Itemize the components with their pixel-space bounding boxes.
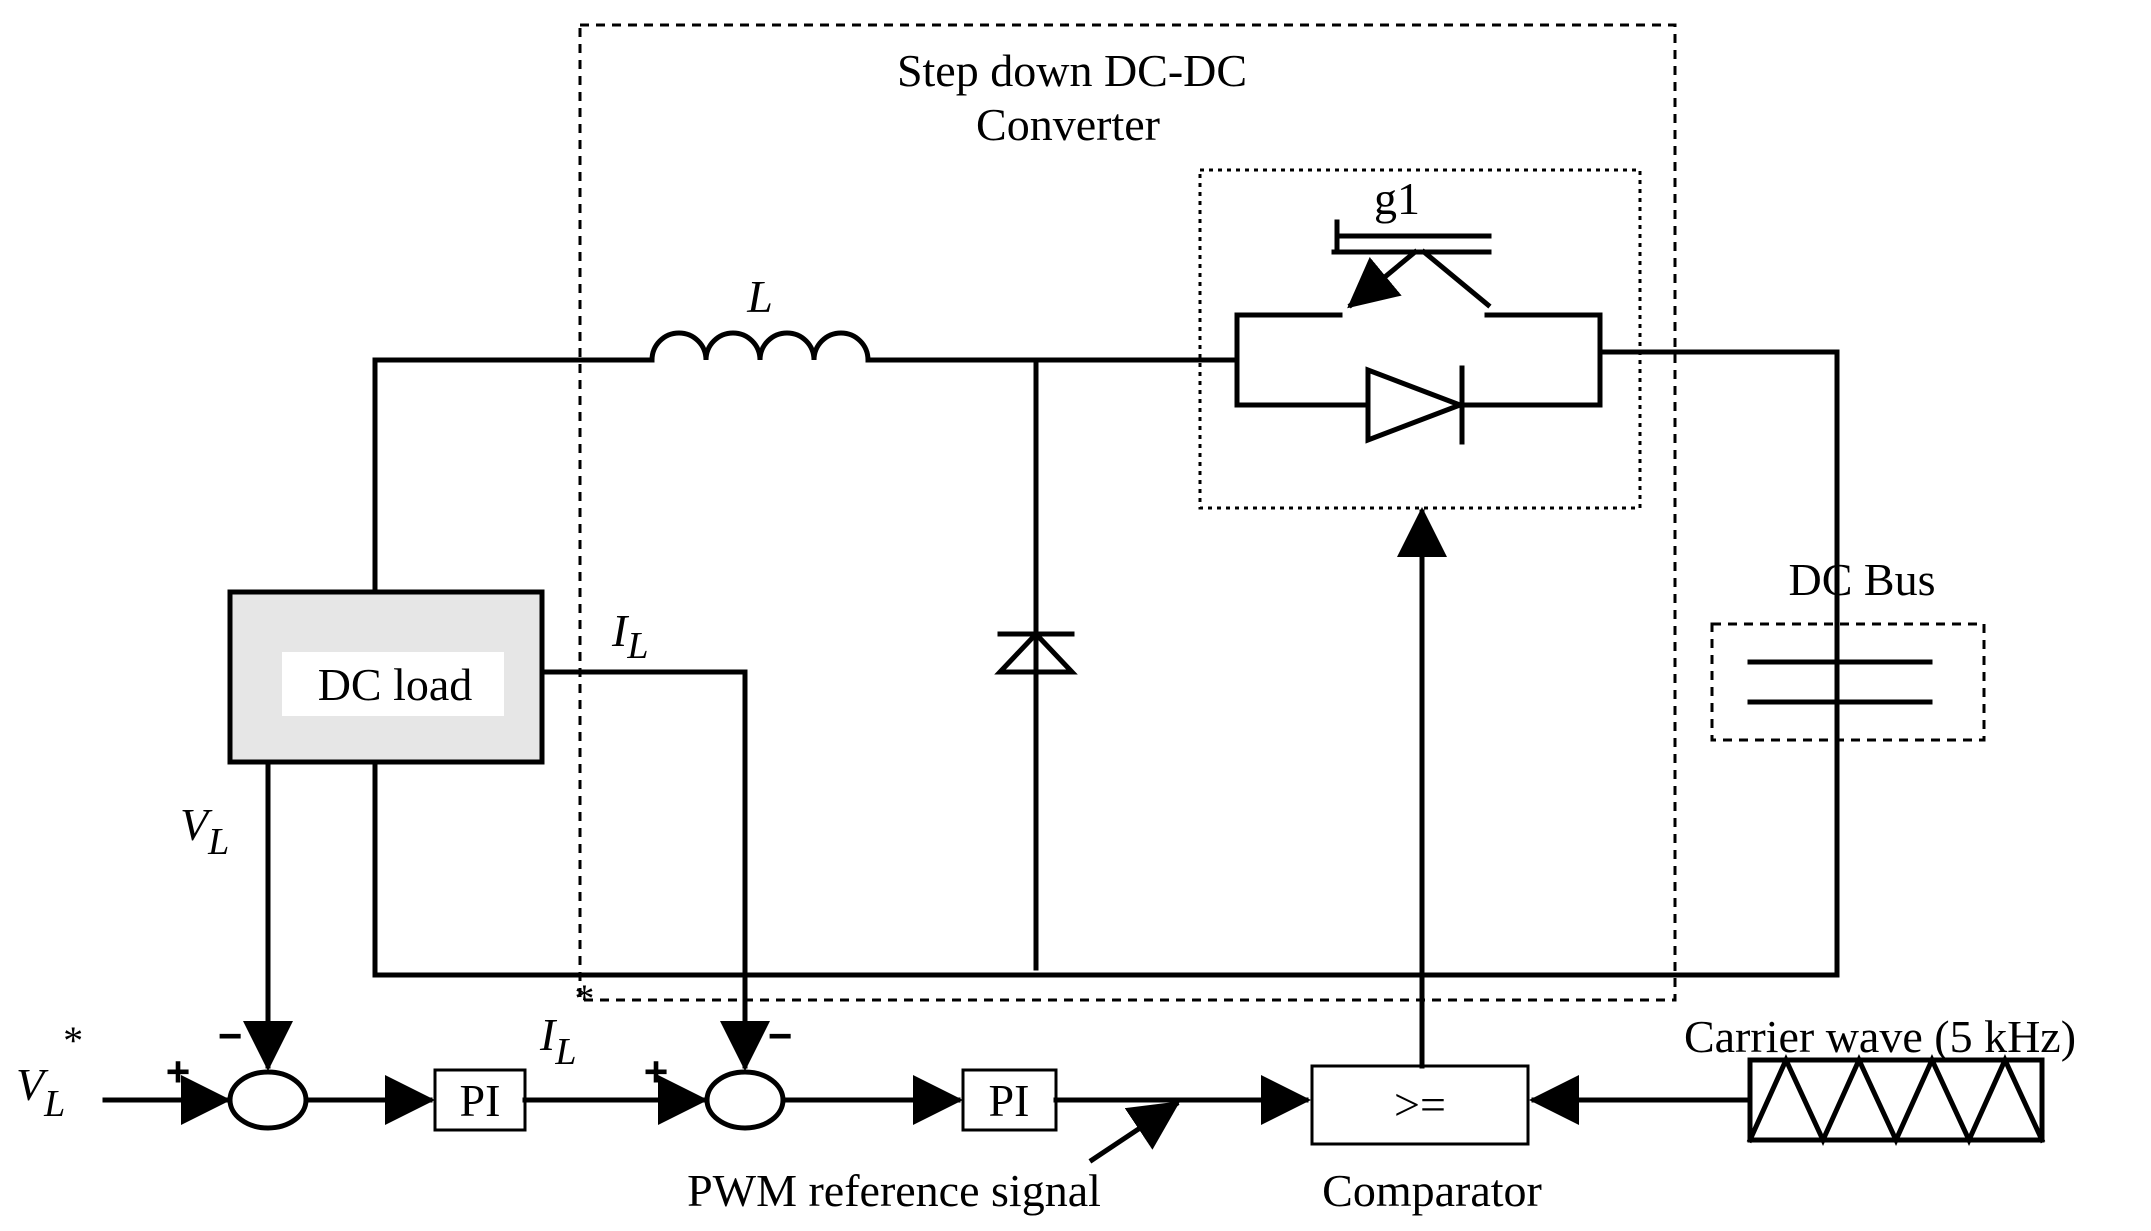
- voltage-feedback-label: VL: [180, 799, 229, 863]
- dc-bus-label: DC Bus: [1789, 554, 1936, 605]
- converter-title-line2: Converter: [976, 99, 1160, 150]
- current-sum-plus: +: [644, 1048, 669, 1095]
- carrier-wave-icon: [1746, 1053, 2046, 1147]
- current-pi-label: PI: [989, 1075, 1030, 1126]
- antiparallel-diode-icon: [1365, 366, 1468, 444]
- voltage-sum-minus: −: [218, 1012, 243, 1059]
- voltage-summing-junction: [227, 1069, 309, 1131]
- load-top-wire: [372, 357, 655, 593]
- converter-title-line1: Step down DC-DC: [897, 45, 1247, 96]
- converter-boundary: [578, 23, 1677, 1002]
- current-reference-label: IL*: [539, 976, 592, 1073]
- pwm-reference-pointer: [1088, 1100, 1181, 1164]
- dc-load-label: DC load: [318, 659, 473, 710]
- current-sum-minus: −: [768, 1012, 793, 1059]
- voltage-reference-label: VL*: [16, 1018, 81, 1125]
- switch-module-wire-right: [1457, 312, 1603, 408]
- current-feedback-wire: [539, 669, 770, 1071]
- dc-bus-boundary: [1710, 622, 1986, 742]
- switch-to-bus-wire: [372, 349, 1840, 978]
- freewheel-diode-icon: [994, 630, 1078, 675]
- inductor-label: L: [746, 271, 773, 322]
- comparator-symbol: >=: [1394, 1079, 1446, 1130]
- gate-label: g1: [1374, 173, 1420, 224]
- current-summing-junction: [704, 1069, 786, 1131]
- carrier-wave-label: Carrier wave (5 kHz): [1684, 1011, 2076, 1062]
- dc-load-label-bg: [282, 652, 504, 716]
- switch-module-boundary: [1198, 168, 1642, 510]
- igbt-switch-icon: [1331, 219, 1492, 309]
- voltage-sum-plus: +: [166, 1048, 191, 1095]
- inductor-coil: [649, 330, 871, 363]
- switch-module-wire: [1234, 312, 1343, 363]
- pwm-reference-label: PWM reference signal: [687, 1165, 1101, 1216]
- switch-module-wire-bottom: [1234, 357, 1371, 408]
- voltage-pi-label: PI: [460, 1075, 501, 1126]
- current-feedback-label: IL: [611, 605, 648, 667]
- comparator-label: Comparator: [1322, 1165, 1542, 1216]
